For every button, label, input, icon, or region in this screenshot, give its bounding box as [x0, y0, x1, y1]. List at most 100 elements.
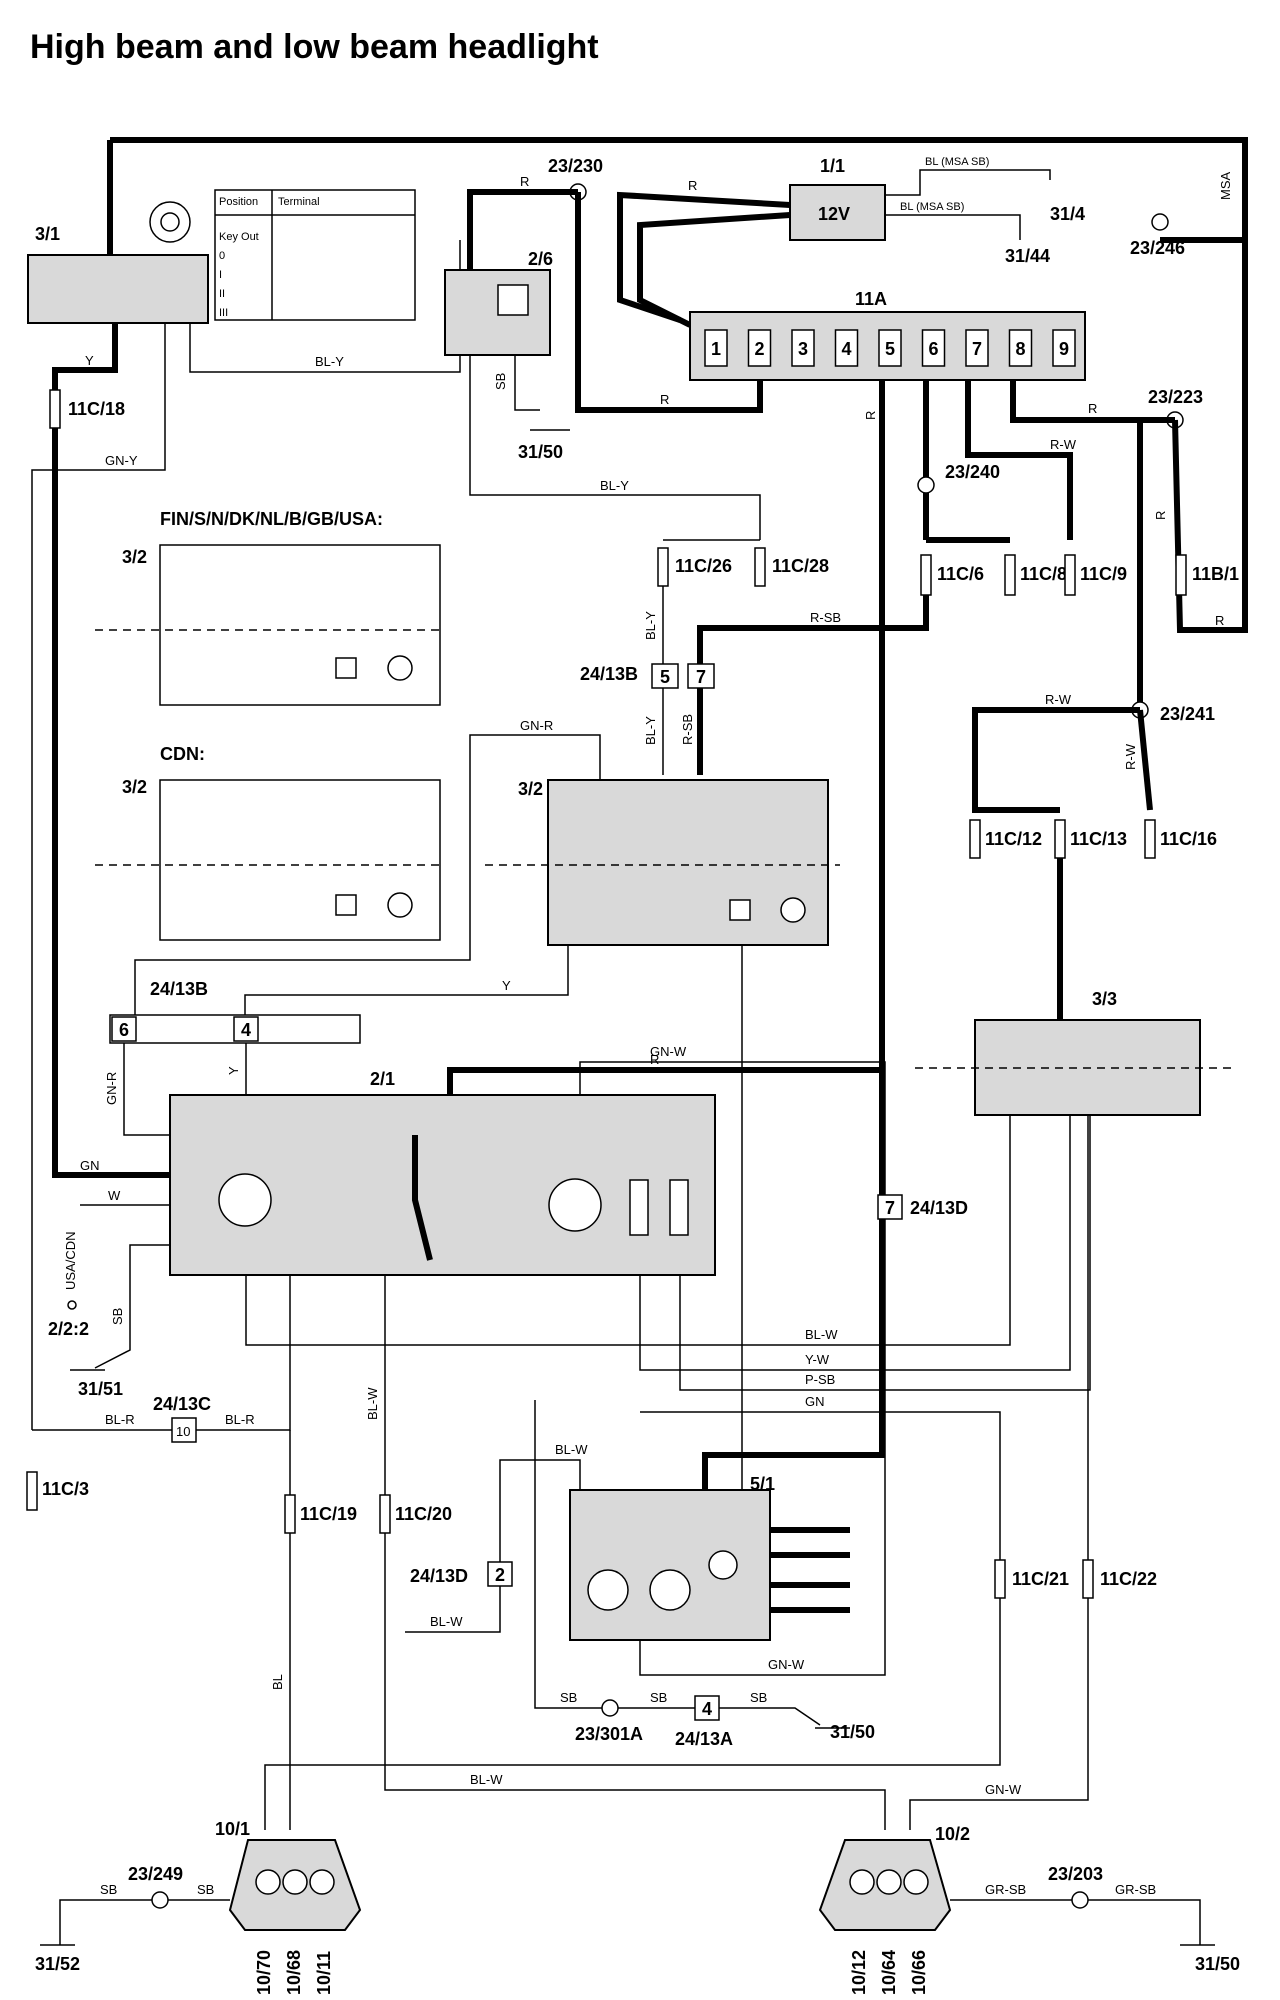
- connector-11c-19: [284, 1494, 296, 1534]
- wire-y-w: [639, 1115, 1071, 1371]
- connector-11c-28: [754, 547, 766, 587]
- label-31-4: 31/4: [1050, 204, 1085, 224]
- pin-24-13b-4: 4: [241, 1020, 251, 1040]
- illum-icon-main: [729, 899, 751, 921]
- label-variant-cdn: CDN:: [160, 744, 205, 764]
- pin-24-13b-6: 6: [119, 1020, 129, 1040]
- wire-battery-fusebox-2: [637, 212, 791, 328]
- label-10-1: 10/1: [215, 1819, 250, 1839]
- wire-r-to-relay: [467, 189, 578, 270]
- connector-24-13c: [171, 1417, 197, 1443]
- wire-label-r-7: R: [863, 411, 878, 420]
- wire-bl-w-main: [245, 1115, 1011, 1346]
- wire-label-msa: MSA: [1218, 172, 1233, 201]
- wire-label-r-1: R: [520, 174, 529, 189]
- connector-11c-16: [1144, 819, 1156, 859]
- wire-label-r-w-3: R-W: [1123, 743, 1138, 770]
- fuse-label-9: 9: [1059, 339, 1069, 359]
- bulb-indicator-icon: [708, 1550, 738, 1580]
- wire-gn-w-lower: [639, 1219, 886, 1676]
- wire-label-bl: BL: [270, 1674, 285, 1690]
- page-title: High beam and low beam headlight: [30, 28, 599, 66]
- splice-23-203: [1071, 1891, 1089, 1909]
- label-11c-16: 11C/16: [1160, 829, 1217, 849]
- label-10-68: 10/68: [284, 1950, 304, 1995]
- wire-241-11c16: [1137, 709, 1153, 811]
- label-2-1: 2/1: [370, 1069, 395, 1089]
- wire-label-r-4: R: [1088, 401, 1097, 416]
- wire-gn-r: [134, 734, 601, 1020]
- wire-fuse7-r-w: [965, 380, 1073, 540]
- wire-r-to-2-1: [447, 1067, 882, 1095]
- connector-11c-22: [1082, 1559, 1094, 1599]
- wire-label-gr-sb-2: GR-SB: [1115, 1882, 1156, 1897]
- label-variant-fin: FIN/S/N/DK/NL/B/GB/USA:: [160, 509, 383, 529]
- wire-bl-msa-1: [885, 169, 1051, 196]
- wire-bl-msa-2: [885, 214, 1021, 240]
- label-31-50-bot: 31/50: [1195, 1954, 1240, 1974]
- label-11c-8: 11C/8: [1020, 564, 1067, 584]
- lamp-icon-main: [780, 897, 806, 923]
- fuse-slot-7: [965, 329, 989, 367]
- wire-r-w-to-241: [1137, 417, 1175, 710]
- wire-r-sb-to-24-13b: [697, 595, 929, 665]
- table-row-i: I: [219, 269, 222, 281]
- label-10-12: 10/12: [849, 1950, 869, 1995]
- label-10-66: 10/66: [909, 1950, 929, 1995]
- fuse-slot-9: [1052, 329, 1076, 367]
- wire-label-gn-main: GN: [805, 1394, 825, 1409]
- pin-24-13b-5: 5: [660, 667, 670, 687]
- wire-top-feed: [110, 137, 1248, 243]
- pin-24-13a: 4: [702, 1699, 712, 1719]
- wire-label-bl-w-2: BL-W: [365, 1387, 380, 1420]
- wire-label-r-6: R: [1215, 613, 1224, 628]
- warning-indicator-icon: [649, 1569, 691, 1611]
- pin-24-13d-2: 2: [495, 1565, 505, 1585]
- label-2-6: 2/6: [528, 249, 553, 269]
- fuse-label-4: 4: [842, 339, 852, 359]
- wire-label-bl-y-2: BL-Y: [600, 478, 629, 493]
- wire-y-to-24-13b: [244, 945, 569, 1020]
- light-switch-3-2-fin: [159, 544, 441, 706]
- ignition-switch-3-1: [27, 254, 209, 324]
- wire-relay-sb: [514, 355, 540, 411]
- wire-label-r-2: R: [660, 392, 669, 407]
- connector-11c-21: [994, 1559, 1006, 1599]
- label-31-50-mid: 31/50: [830, 1722, 875, 1742]
- table-row-0: 0: [219, 250, 225, 262]
- wire-label-gr-sb-1: GR-SB: [985, 1882, 1026, 1897]
- wire-fuse5-r-down: [702, 380, 885, 1490]
- wire-bl-w-13d: [499, 1459, 581, 1562]
- splice-23-246: [1151, 213, 1169, 231]
- fuse-slot-8: [1008, 329, 1033, 367]
- wire-gr-sb-10-2: [950, 1899, 1201, 1945]
- wire-bl-w-13d-bottom: [405, 1586, 501, 1633]
- wire-gn-y: [31, 323, 166, 1430]
- label-23-240: 23/240: [945, 462, 1000, 482]
- wire-label-bl-w-4: BL-W: [555, 1442, 588, 1457]
- label-23-230: 23/230: [548, 156, 603, 176]
- fuse-label-2: 2: [755, 339, 765, 359]
- wire-label-sb-3: SB: [560, 1690, 577, 1705]
- fuse-slot-5: [878, 329, 902, 367]
- label-11c-12: 11C/12: [985, 829, 1042, 849]
- label-23-203: 23/203: [1048, 1864, 1103, 1884]
- wire-label-w: W: [108, 1188, 121, 1203]
- connector-11c-12: [969, 819, 981, 859]
- table-row-key-out: Key Out: [219, 231, 259, 243]
- wire-label-y-3: Y: [226, 1066, 241, 1075]
- connector-11b-1: [1175, 554, 1187, 596]
- table-row-iii: III: [219, 307, 228, 319]
- fuse-slot-1: [704, 329, 728, 367]
- label-31-52: 31/52: [35, 1954, 80, 1974]
- wire-bl-w-to-10-2: [384, 1533, 886, 1830]
- wire-label-bl-y-1: BL-Y: [315, 354, 344, 369]
- connector-24-13b-pin6: [111, 1016, 137, 1042]
- wire-battery-fusebox-1: [617, 191, 791, 323]
- label-11c-18: 11C/18: [68, 399, 125, 419]
- label-3-3: 3/3: [1092, 989, 1117, 1009]
- fuse-label-3: 3: [798, 339, 808, 359]
- wire-r-11b1: [1172, 240, 1248, 633]
- wire-label-gn-w-3: GN-W: [768, 1657, 805, 1672]
